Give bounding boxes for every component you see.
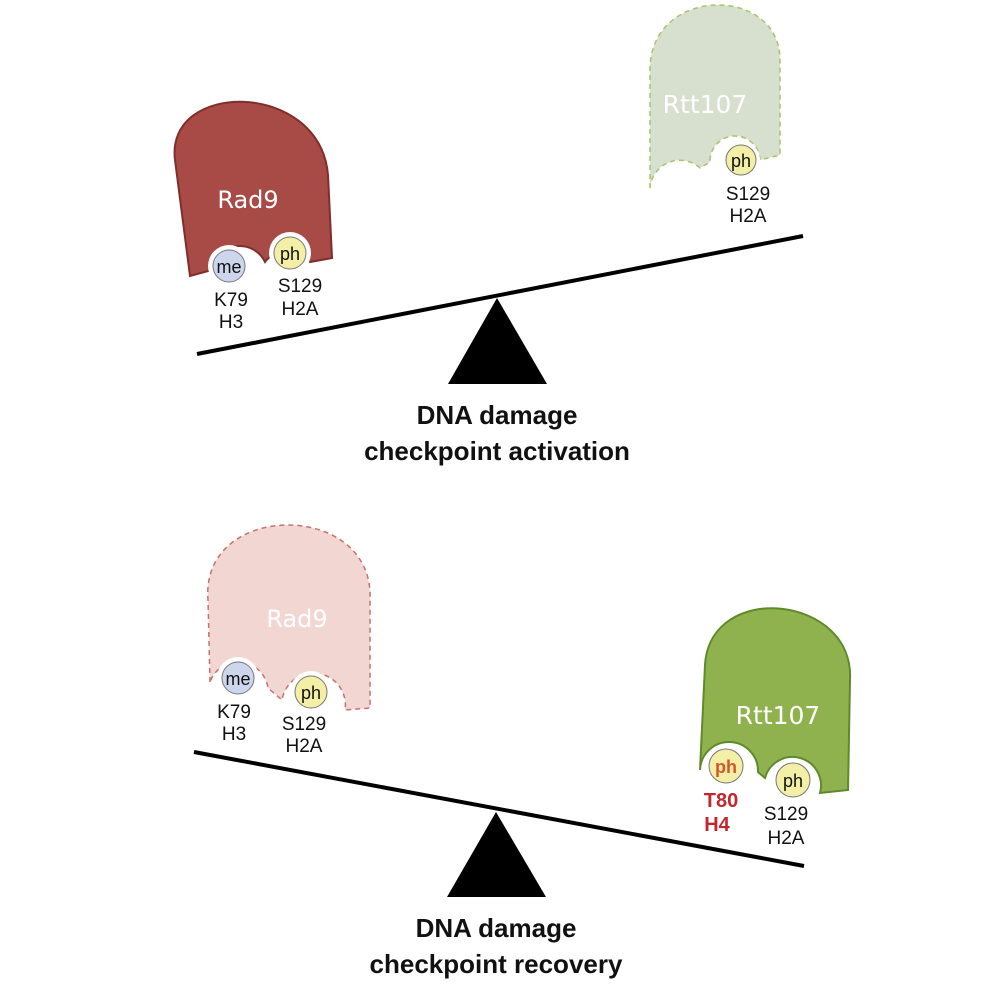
me-mark-circle [212, 249, 246, 283]
svg-text:S129: S129 [282, 714, 326, 735]
svg-text:H3: H3 [222, 724, 246, 745]
activation-caption-line2: checkpoint activation [364, 436, 630, 466]
svg-text:H2A: H2A [282, 299, 319, 320]
svg-text:H2A: H2A [730, 206, 767, 227]
rtt107-protein-shape-bound [699, 607, 852, 795]
activation-panel: Rtt107 ph S129 H2A Rad9 me K79 H3 ph S12… [173, 4, 804, 466]
h4-histone-label: H4 [704, 814, 730, 836]
rad9-label-faded: Rad9 [266, 605, 327, 633]
ph-mark-circle [294, 675, 328, 709]
balance-beam [193, 750, 805, 868]
fulcrum-triangle [447, 812, 546, 897]
svg-text:H2A: H2A [768, 828, 805, 849]
svg-text:H2A: H2A [286, 736, 323, 757]
svg-text:ph: ph [301, 683, 321, 703]
ph-mark-circle [775, 762, 811, 798]
svg-text:ph: ph [731, 151, 751, 171]
svg-text:ph: ph [715, 757, 737, 777]
ph-mark-circle [725, 144, 757, 176]
ph-mark-circle-highlight [708, 748, 744, 784]
rtt107-label: Rtt107 [663, 90, 748, 119]
svg-text:ph: ph [783, 771, 803, 791]
svg-text:S129: S129 [764, 804, 808, 825]
svg-text:S129: S129 [726, 184, 770, 205]
svg-text:ph: ph [280, 244, 300, 264]
recovery-panel: Rad9 me K79 H3 ph S129 H2A Rtt107 ph T80… [193, 524, 852, 979]
svg-text:H3: H3 [219, 312, 243, 333]
rad9-label: Rad9 [217, 186, 278, 214]
svg-text:K79: K79 [217, 702, 251, 723]
recovery-caption: DNA damage [416, 913, 577, 943]
balance-beam [196, 234, 804, 356]
fulcrum-triangle [448, 298, 547, 384]
svg-text:me: me [225, 669, 250, 689]
rtt107-protein-shape [649, 4, 781, 189]
svg-text:S129: S129 [278, 276, 322, 297]
activation-caption: DNA damage [417, 400, 578, 430]
rtt107-label-bound: Rtt107 [736, 701, 821, 730]
t80-residue-label: T80 [704, 790, 738, 812]
recovery-caption-line2: checkpoint recovery [370, 949, 623, 979]
ph-mark-circle [273, 236, 307, 270]
svg-text:K79: K79 [214, 290, 248, 311]
me-mark-circle [221, 661, 255, 695]
svg-text:me: me [216, 257, 241, 277]
